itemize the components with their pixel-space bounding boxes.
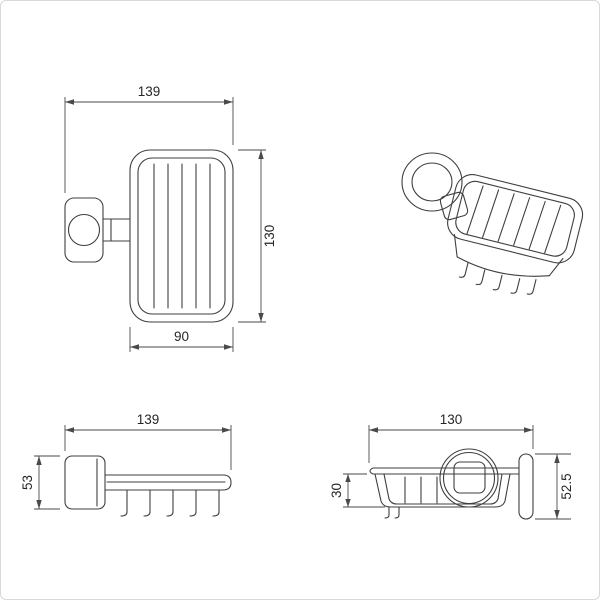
wall-plate-screw-circle [67, 213, 101, 247]
dim-value: 139 [138, 84, 161, 99]
dim-side-overall-height: 52.5 [535, 453, 574, 520]
tray-inner-profile [383, 473, 503, 505]
dim-value: 53 [20, 475, 35, 490]
wall-plate-outline [64, 197, 104, 263]
basket-side-line [453, 233, 458, 258]
perspective-basket [447, 174, 584, 295]
arrowhead [224, 344, 233, 350]
basket-rim-inner [455, 180, 575, 257]
dim-value: 130 [440, 412, 463, 427]
prong-hook-line [384, 506, 390, 519]
basket-wire-line [544, 204, 562, 254]
basket-base-line [456, 256, 550, 277]
arrowhead [524, 427, 533, 433]
wall-plate-outline [64, 455, 106, 510]
dim-value: 52.5 [559, 473, 574, 499]
dim-value: 90 [174, 329, 189, 344]
dim-front-overall-width: 139 [64, 412, 232, 470]
arrowhead [36, 456, 42, 465]
arrowhead [65, 99, 74, 105]
prong-hook-line [475, 269, 486, 286]
arrowhead [345, 474, 351, 482]
basket-rim-band [104, 474, 232, 491]
prong-hook-line [526, 279, 537, 295]
prong-hook-line [143, 489, 151, 517]
basket-inner-outline [137, 157, 226, 315]
flange-inner-ring [442, 451, 496, 505]
arrowhead [65, 427, 74, 433]
arrowhead [345, 499, 351, 507]
arrowhead [258, 150, 264, 159]
basket-outer-outline [129, 149, 234, 323]
arrowhead [36, 500, 42, 509]
plan-view: 139 130 90 [64, 84, 277, 352]
basket-wire-line [497, 193, 515, 242]
prong-hook-line [189, 489, 197, 517]
mount-post-outline [453, 461, 486, 494]
dim-plan-overall-width: 139 [64, 84, 234, 193]
prong-hook-line [166, 489, 174, 517]
arrowhead [554, 454, 560, 463]
prong-hook-line [212, 489, 220, 517]
tray-outer-profile [374, 473, 511, 508]
flange-inner-ring [411, 162, 453, 202]
prong-hook-line [492, 274, 503, 291]
basket-wire-line [513, 197, 531, 246]
basket-side-line [548, 257, 564, 277]
basket-wire-line [528, 200, 546, 250]
prong-hook-line [394, 506, 400, 519]
arrowhead [554, 510, 560, 519]
perspective-view [401, 152, 584, 295]
arrowhead [369, 427, 378, 433]
dim-value: 130 [262, 225, 277, 248]
flange-outer-ring [439, 448, 499, 508]
basket-rim-profile [369, 467, 520, 475]
wall-plate-profile [518, 453, 534, 520]
arrowhead [130, 344, 139, 350]
front-view: 139 53 [20, 412, 232, 517]
prong-hook-line [510, 278, 521, 294]
dim-plan-basket-width: 90 [129, 327, 234, 352]
dim-plan-overall-height: 130 [238, 149, 277, 323]
dim-value: 30 [329, 483, 344, 498]
dim-side-basket-depth: 30 [329, 473, 385, 508]
flange-outer-ring [401, 152, 463, 212]
side-view: 130 30 52.5 [329, 412, 574, 520]
arrowhead [222, 427, 231, 433]
prong-hook-line [458, 262, 469, 278]
dim-side-overall-width: 130 [368, 412, 534, 463]
prong-hook-line [120, 489, 128, 517]
arrowhead [224, 99, 233, 105]
basket-rim-outer [447, 174, 584, 264]
mount-post-outline [439, 191, 469, 221]
basket-wire-line [466, 185, 484, 235]
dim-value: 139 [137, 412, 160, 427]
basket-wire-line [482, 189, 500, 238]
arrowhead [258, 313, 264, 322]
dim-front-plate-height: 53 [20, 455, 60, 510]
